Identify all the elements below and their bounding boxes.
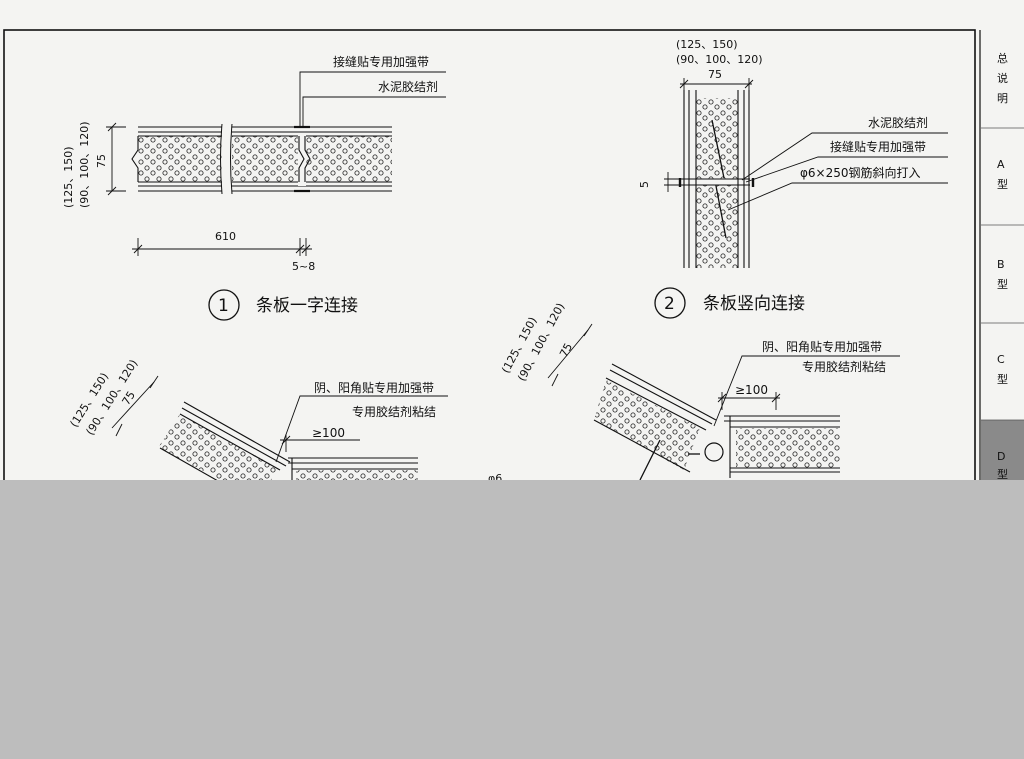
drawing-canvas: 总 说 明 A 型 B 型 C 型 D 型 — [3, 29, 1024, 480]
side-tabs: 总 说 明 A 型 B 型 C 型 D 型 — [981, 51, 1024, 480]
dim-width: 610 — [215, 230, 236, 243]
joint-gap — [298, 134, 306, 186]
dim-overlap: ≥100 — [735, 383, 768, 397]
angled-panel-outline — [593, 363, 717, 473]
dim-top-a: (125、150) — [676, 38, 738, 51]
sheet-border — [3, 29, 976, 480]
gray-overlay — [0, 480, 1024, 759]
corner-anchor — [704, 442, 724, 462]
tab-text: B — [997, 258, 1005, 271]
detail-number-circle — [654, 287, 686, 319]
thickness-dimension — [106, 122, 126, 196]
drawing-sheet: 总 说 明 A 型 B 型 C 型 D 型 — [0, 0, 1024, 480]
width-dimension — [132, 238, 312, 256]
detail-3: 阴、阳角贴专用加强带 专用胶结剂粘结 ≥100 (125、150) (90、10… — [68, 357, 448, 480]
detail-number: 1 — [218, 296, 229, 316]
tab-text: C — [997, 353, 1005, 366]
overlap-dimension — [280, 434, 360, 452]
rebar — [711, 119, 727, 239]
straight-panel-outline — [724, 415, 840, 478]
tab-type-a[interactable]: A 型 — [997, 158, 1008, 191]
dim-c: 75 — [557, 341, 575, 359]
callout-rebar: φ6×250钢筋斜向打入 — [800, 165, 921, 180]
tongue-groove-joint — [294, 125, 311, 193]
callout-tape: 接缝贴专用加强带 — [333, 54, 429, 69]
tab-text: 总 — [997, 51, 1008, 65]
dim-gap: 5~8 — [292, 260, 315, 273]
callout-glue: 水泥胶结剂 — [868, 115, 928, 130]
dim-top-b: (90、100、120) — [676, 53, 763, 66]
dim-top-c: 75 — [708, 68, 722, 81]
callout-glue: 水泥胶结剂 — [378, 79, 438, 94]
straight-panel-core — [296, 470, 418, 480]
dim-thickness-a: (125、150) — [62, 146, 75, 208]
detail-number-circle — [208, 289, 240, 321]
joint-gap — [684, 179, 750, 185]
detail-title: 条板一字连接 — [256, 296, 358, 316]
callout-tape: 阴、阳角贴专用加强带 — [314, 380, 434, 395]
straight-panel-core — [736, 428, 840, 468]
tab-type-d[interactable]: D 型 — [997, 450, 1008, 480]
detail-number: 2 — [664, 294, 675, 314]
top-dimension — [679, 78, 754, 92]
angled-panel-outline — [159, 401, 291, 480]
dim-thickness-b: (90、100、120) — [78, 121, 91, 208]
callout-tape: 阴、阳角贴专用加强带 — [762, 339, 882, 354]
thickness-dimension — [111, 375, 159, 437]
dim-overlap: ≥100 — [312, 426, 345, 440]
tab-text: A — [997, 158, 1005, 171]
tab-general-notes[interactable]: 总 说 明 — [997, 51, 1008, 105]
tab-text: 型 — [997, 177, 1008, 191]
callout-glue: 专用胶结剂粘结 — [352, 404, 436, 419]
angled-panel-core — [158, 414, 278, 480]
straight-panel-outline — [288, 457, 418, 480]
rebar-partial-label: φ6 — [488, 472, 502, 480]
rebar — [639, 439, 700, 480]
callout-glue: 专用胶结剂粘结 — [802, 359, 886, 374]
callout-tape: 接缝贴专用加强带 — [830, 139, 926, 154]
tab-text: 型 — [997, 372, 1008, 386]
tab-text: 明 — [997, 92, 1008, 105]
panel-core — [138, 136, 392, 182]
tab-text: 说 — [997, 71, 1008, 85]
tab-type-c[interactable]: C 型 — [997, 353, 1008, 386]
dim-thickness-c: 75 — [95, 154, 108, 168]
dim-c: 75 — [120, 389, 138, 408]
callout-leaders — [713, 355, 900, 427]
detail-2: (125、150) (90、100、120) 75 5 水泥胶结剂 接缝贴专用加 — [638, 38, 948, 319]
detail-1: 接缝贴专用加强带 水泥胶结剂 (125、150) (90、100、120) 75 — [62, 54, 446, 321]
tab-active-bg — [981, 420, 1024, 480]
overlap-dimension — [717, 392, 781, 410]
tab-text: D — [997, 450, 1005, 463]
callout-leaders — [299, 71, 446, 127]
detail-4: 阴、阳角贴专用加强带 专用胶结剂粘结 ≥100 (125、150) (90、10… — [488, 301, 900, 480]
tab-type-b[interactable]: B 型 — [997, 258, 1008, 291]
dim-gap: 5 — [638, 181, 651, 188]
break-gap — [222, 124, 232, 194]
thickness-dimension — [547, 323, 593, 387]
detail-title: 条板竖向连接 — [703, 294, 805, 314]
gap-dimension — [664, 172, 684, 192]
tab-text: 型 — [997, 277, 1008, 291]
panel-outline — [131, 126, 392, 192]
callout-leaders — [727, 132, 948, 211]
tab-text: 型 — [997, 467, 1008, 480]
angled-panel-core — [594, 380, 700, 470]
